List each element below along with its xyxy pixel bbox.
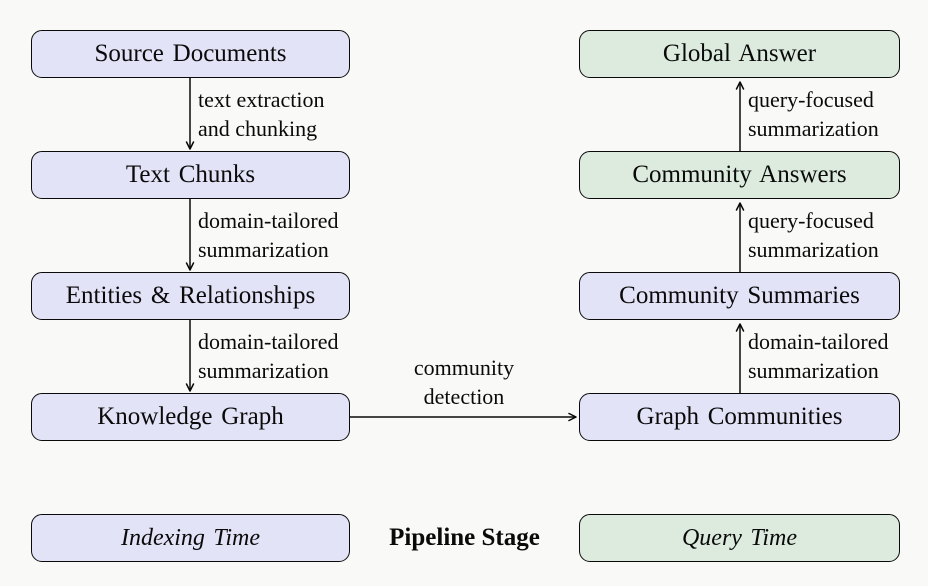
edge-label-line: domain-tailored	[748, 329, 889, 354]
node-knowledge-graph: Knowledge Graph	[31, 393, 350, 441]
edge-label-line: community	[413, 355, 515, 380]
edge-label-line: summarization	[748, 116, 879, 141]
edge-label-line: summarization	[748, 358, 879, 383]
edge-label-line: summarization	[748, 237, 879, 262]
legend-pipeline-stage: Pipeline Stage	[389, 524, 540, 551]
edge-label-line: summarization	[198, 237, 329, 262]
edge-label-answers-to-global: query-focused summarization	[748, 85, 879, 143]
edge-label-source-to-chunks: text extraction and chunking	[198, 85, 324, 143]
edge-label-chunks-to-entities: domain-tailored summarization	[198, 206, 339, 264]
node-source-documents: Source Documents	[31, 30, 350, 78]
node-entities-relationships: Entities & Relationships	[31, 272, 350, 320]
edge-label-line: domain-tailored	[198, 208, 339, 233]
edge-label-line: query-focused	[748, 87, 874, 112]
node-community-answers: Community Answers	[579, 151, 900, 199]
edge-label-communities-to-summaries: domain-tailored summarization	[748, 327, 889, 385]
edge-label-line: query-focused	[748, 208, 874, 233]
edge-label-line: text extraction	[198, 87, 325, 112]
edge-label-line: and chunking	[198, 116, 318, 141]
node-global-answer: Global Answer	[579, 30, 900, 78]
edge-label-entities-to-graph: domain-tailored summarization	[198, 327, 339, 385]
legend-query-time: Query Time	[579, 514, 900, 562]
node-graph-communities: Graph Communities	[579, 393, 900, 441]
edge-label-line: detection	[423, 384, 505, 409]
edge-label-line: domain-tailored	[198, 329, 339, 354]
edge-label-line: summarization	[198, 358, 329, 383]
node-community-summaries: Community Summaries	[579, 272, 900, 320]
edge-label-graph-to-communities: community detection	[374, 353, 554, 411]
node-text-chunks: Text Chunks	[31, 151, 350, 199]
edge-label-summaries-to-answers: query-focused summarization	[748, 206, 879, 264]
legend-indexing-time: Indexing Time	[31, 514, 350, 562]
